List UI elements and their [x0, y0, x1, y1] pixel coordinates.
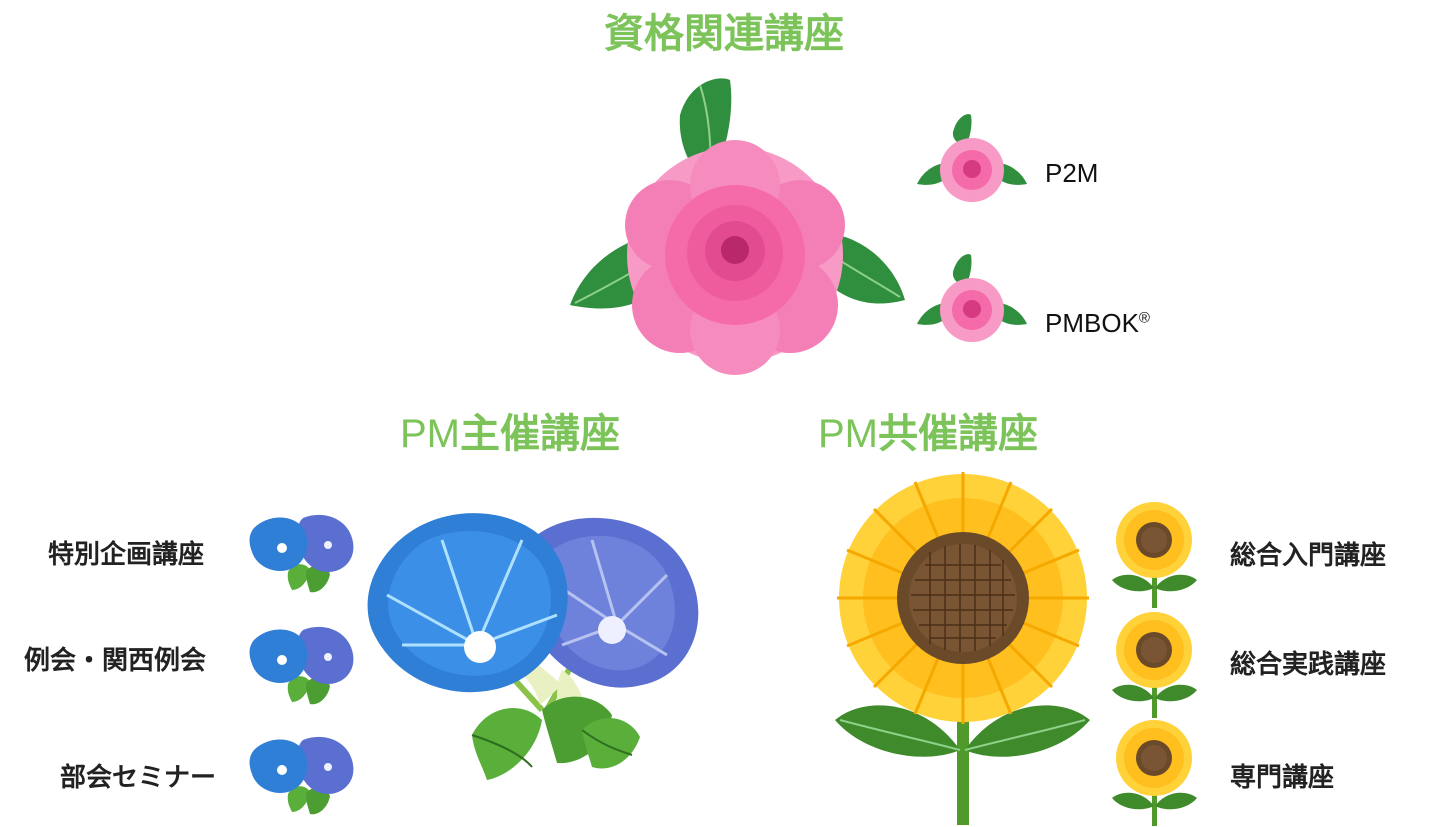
p2m-label: P2M — [1045, 158, 1099, 188]
morning-glory-small-icon-3 — [249, 736, 354, 815]
rose-flower-icon — [570, 78, 905, 375]
morning-glory-small-icon-1 — [249, 514, 354, 593]
regular-meeting-label: 例会・関西例会 — [24, 646, 207, 676]
general-intro-course-label: 総合入門講座 — [1230, 541, 1387, 571]
morning-glory-small-icon-2 — [249, 626, 354, 705]
qualification-title: 資格関連講座 — [604, 11, 844, 57]
sunflower-small-icon-3 — [1112, 720, 1197, 826]
sunflower-flower-icon — [835, 472, 1090, 825]
pm-hosted-title-prefix: PM — [400, 412, 460, 456]
sunflower-small-icon-1 — [1112, 502, 1197, 608]
division-seminar-label: 部会セミナー — [60, 763, 217, 793]
pm-hosted-title-rest: 主催講座 — [460, 411, 620, 457]
special-course-label: 特別企画講座 — [48, 540, 205, 570]
morning-glory-flower-icon — [367, 513, 699, 780]
specialized-course-label: 専門講座 — [1230, 763, 1335, 793]
pmbok-label: PMBOK® — [1045, 310, 1150, 336]
pm-cohosted-title-prefix: PM — [818, 412, 878, 456]
pm-cohosted-title: PM共催講座 — [818, 414, 1038, 454]
general-practice-course-label: 総合実践講座 — [1230, 650, 1387, 680]
sunflower-small-icon-2 — [1112, 612, 1197, 718]
rose-small-icon-1 — [917, 114, 1027, 202]
pm-cohosted-title-rest: 共催講座 — [878, 411, 1038, 457]
pmbok-text: PMBOK — [1045, 308, 1139, 338]
rose-small-icon-2 — [917, 254, 1027, 342]
pm-hosted-title: PM主催講座 — [400, 414, 620, 454]
registered-mark: ® — [1138, 309, 1150, 327]
